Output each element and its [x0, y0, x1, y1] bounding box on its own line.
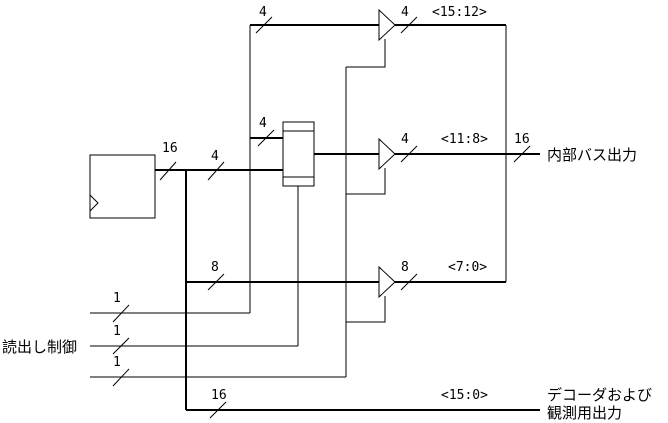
width-label-mux-in: 4	[211, 149, 219, 164]
width-label-decoder: 16	[211, 388, 227, 403]
clock-triangle-icon	[89, 194, 99, 212]
width-label-ctrl-3: 1	[113, 355, 121, 370]
width-label-buf-mid: 4	[401, 132, 409, 147]
width-label-ctrl-2: 1	[113, 324, 121, 339]
buffer-mid	[378, 137, 396, 171]
bit-range-mid: <11:8>	[441, 132, 488, 147]
width-label-internal: 16	[514, 132, 530, 147]
buffer-top	[378, 8, 396, 42]
buffer-bot	[378, 265, 396, 299]
read-control-label: 読出し制御	[2, 338, 77, 356]
width-label-buf-bot: 8	[401, 260, 409, 275]
bus-width-slashes	[112, 16, 531, 419]
decoder-output-label-1: デコーダおよび	[547, 386, 652, 404]
bit-range-top: <15:12>	[432, 5, 487, 20]
width-label-lower: 8	[211, 260, 219, 275]
width-label-left: 4	[259, 116, 267, 131]
register-block	[89, 154, 156, 219]
width-label-ctrl-1: 1	[113, 291, 121, 306]
width-label-upper: 4	[259, 5, 267, 20]
bit-range-decoder: <15:0>	[441, 388, 488, 403]
width-label-reg-out: 16	[162, 141, 178, 156]
internal-bus-output-label: 内部バス出力	[547, 146, 637, 164]
multiplexer	[282, 121, 315, 187]
width-label-buf-top: 4	[401, 5, 409, 20]
bit-range-bot: <7:0>	[448, 260, 487, 275]
decoder-output-label-2: 観測用出力	[547, 404, 622, 422]
